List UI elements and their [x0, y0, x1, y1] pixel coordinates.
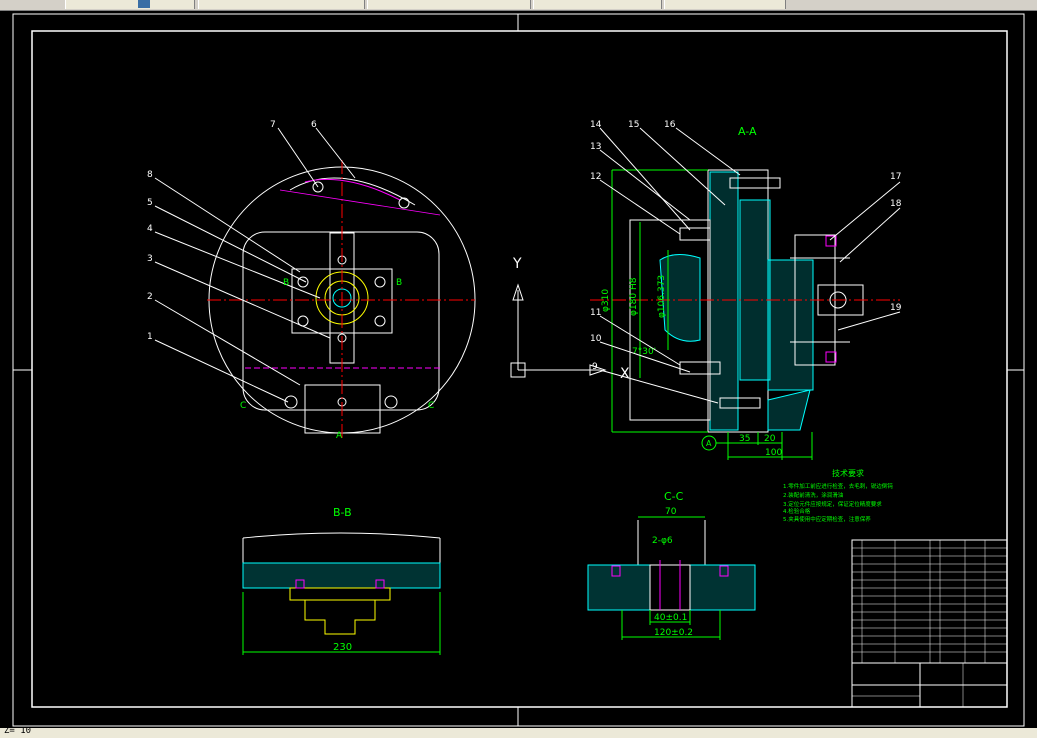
dim-phi106: φ106.373 — [657, 275, 667, 318]
dim-35: 35 — [739, 434, 750, 444]
dim-phi310: φ310 — [601, 289, 611, 312]
callout-17: 17 — [890, 172, 901, 182]
section-cc-title: C-C — [664, 490, 684, 503]
command-line-text: Z= 10 — [4, 726, 32, 736]
section-aa-view: A-A φ310 φ180 H8 φ106.373 — [590, 120, 902, 460]
mark-b-right: B — [396, 278, 402, 288]
tech-line: 5.夹具使用中应定期检查，注意保养 — [783, 515, 871, 523]
ucs-x-label: X — [620, 366, 630, 382]
section-cc-view: C-C 70 2-φ6 40±0.1 120±0.2 — [587, 490, 756, 640]
callout-9: 9 — [592, 362, 598, 372]
drawing-canvas[interactable]: 7 6 8 5 4 3 2 1 B B C C A Y X A-A — [0, 11, 1037, 728]
command-line[interactable]: Z= 10 — [0, 726, 1037, 738]
tech-line: 3.定位元件应按规定，保证定位精度要求 — [783, 500, 882, 508]
callout-10: 10 — [590, 334, 602, 344]
dim-cc-holes: 2-φ6 — [652, 536, 673, 546]
ucs-y-label: Y — [512, 256, 522, 272]
dim-20: 20 — [764, 434, 776, 444]
callout-2: 2 — [147, 292, 153, 302]
dim-angle: 7°30' — [632, 347, 656, 357]
datum-a: A — [706, 439, 712, 448]
section-aa-title: A-A — [738, 125, 757, 138]
plan-view: 7 6 8 5 4 3 2 1 B B C C A — [147, 120, 476, 441]
tech-line: 4.检验合格 — [783, 507, 811, 515]
callout-15: 15 — [628, 120, 639, 130]
callout-14: 14 — [590, 120, 602, 130]
callout-4: 4 — [147, 224, 153, 234]
callout-3: 3 — [147, 254, 153, 264]
mark-c-left: C — [240, 401, 246, 411]
callout-13: 13 — [590, 142, 601, 152]
tech-title: 技术要求 — [832, 468, 864, 478]
dim-phi180: φ180 H8 — [629, 277, 639, 316]
dim-bb-230: 230 — [333, 642, 352, 653]
callout-6: 6 — [311, 120, 317, 130]
dim-cc-mid: 40±0.1 — [654, 613, 687, 623]
title-block — [851, 539, 1008, 708]
callout-19: 19 — [890, 303, 902, 313]
mark-a-bottom: A — [336, 431, 343, 441]
dim-cc-70: 70 — [665, 507, 677, 517]
callout-16: 16 — [664, 120, 676, 130]
tech-line: 2.装配前清洗，涂润滑油 — [783, 491, 844, 499]
taskbar-button[interactable] — [664, 0, 786, 9]
callout-8: 8 — [147, 170, 153, 180]
callout-11: 11 — [590, 308, 601, 318]
callout-5: 5 — [147, 198, 153, 208]
section-bb-title: B-B — [333, 506, 352, 519]
cad-drawing: 7 6 8 5 4 3 2 1 B B C C A Y X A-A — [12, 13, 1025, 727]
section-bb-view: B-B 230 — [242, 506, 441, 655]
tech-line: 1.零件加工前应进行检查，去毛刺，锐边倒钝 — [783, 482, 893, 490]
callout-7: 7 — [270, 120, 276, 130]
taskbar-button[interactable] — [65, 0, 195, 9]
taskbar-button[interactable] — [533, 0, 662, 9]
app-icon — [138, 0, 150, 8]
taskbar — [0, 0, 1037, 11]
taskbar-button[interactable] — [198, 0, 365, 9]
callout-1: 1 — [147, 332, 153, 342]
callout-12: 12 — [590, 172, 601, 182]
ucs-icon: Y X — [510, 256, 630, 382]
dim-cc-bottom: 120±0.2 — [654, 628, 693, 638]
dim-100: 100 — [765, 448, 782, 458]
taskbar-button[interactable] — [367, 0, 531, 9]
mark-c-right: C — [428, 401, 434, 411]
callout-18: 18 — [890, 199, 902, 209]
tech-notes: 技术要求 1.零件加工前应进行检查，去毛刺，锐边倒钝 2.装配前清洗，涂润滑油 … — [783, 468, 893, 523]
mark-b-left: B — [283, 278, 289, 288]
